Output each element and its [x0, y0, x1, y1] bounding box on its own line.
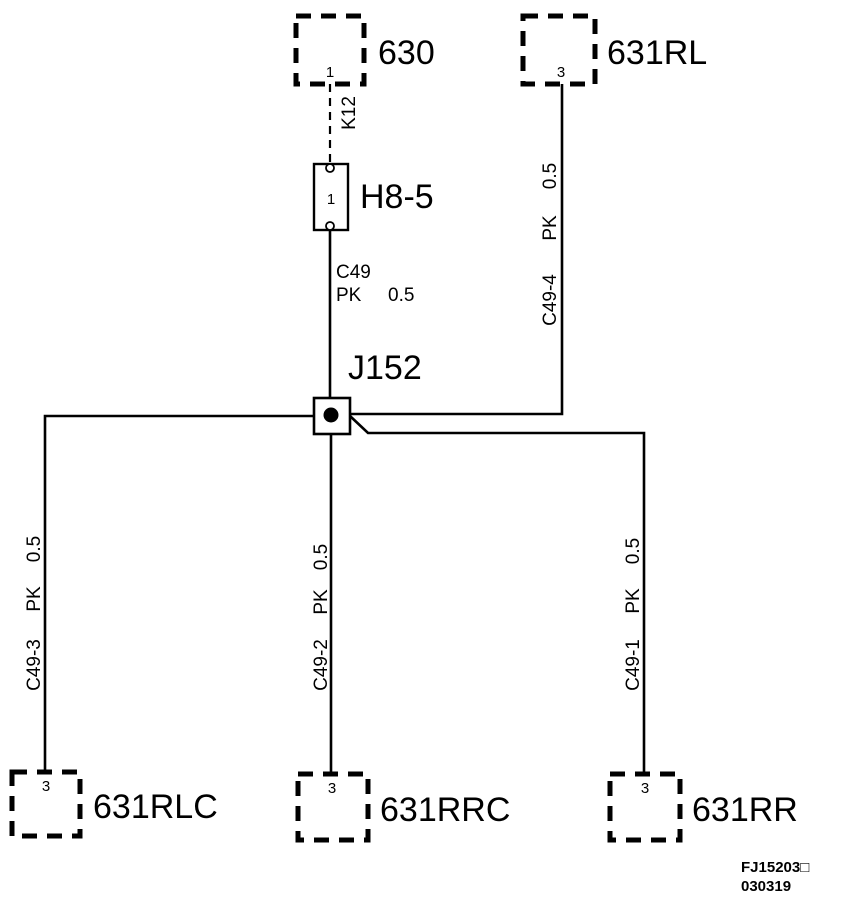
- connector-631rl-pin: 3: [557, 64, 565, 81]
- wire-c49-4-color: PK: [540, 215, 561, 241]
- wire-c49-1-circuit: C49-1: [623, 639, 644, 691]
- drawing-date: 030319: [741, 878, 791, 895]
- connector-630-pin: 1: [326, 64, 334, 81]
- wire-c49-4-size: 0.5: [540, 163, 561, 189]
- fuse-body: [312, 162, 350, 232]
- wire-c49-1-color: PK: [623, 588, 644, 614]
- wire-c49-2-color: PK: [311, 589, 332, 615]
- connector-631rl-box: [520, 13, 598, 87]
- wire-c49-size: 0.5: [388, 285, 414, 306]
- connector-630-label: 630: [378, 34, 435, 72]
- wire-c49-3-size: 0.5: [24, 536, 45, 562]
- connector-631rrc[interactable]: 3 631RRC: [295, 771, 510, 843]
- wire-c49-3: [43, 414, 314, 772]
- connector-631rlc-box: [9, 769, 83, 839]
- wire-c49-2-size: 0.5: [311, 544, 332, 570]
- fuse-label: H8-5: [360, 178, 434, 216]
- splice-label: J152: [348, 349, 422, 387]
- wire-c49-3-color: PK: [24, 586, 45, 612]
- connector-631rlc-pin: 3: [42, 778, 50, 795]
- connector-630[interactable]: 1 630: [293, 13, 435, 87]
- connector-631rr[interactable]: 3 631RR: [607, 771, 798, 843]
- fuse-terminal-bottom: [325, 221, 335, 231]
- wire-c49-color: PK: [336, 285, 362, 306]
- wire-c49-circuit: C49: [336, 262, 371, 283]
- connector-631rlc[interactable]: 3 631RLC: [9, 769, 218, 839]
- connector-630-box: [293, 13, 367, 87]
- fuse-pin: 1: [327, 191, 335, 208]
- connector-631rlc-label: 631RLC: [93, 788, 218, 826]
- connector-631rr-box: [607, 771, 683, 843]
- connector-631rrc-label: 631RRC: [380, 791, 510, 829]
- connector-631rr-pin: 3: [641, 780, 649, 797]
- connector-631rl[interactable]: 3 631RL: [520, 13, 707, 87]
- connector-631rrc-box: [295, 771, 371, 843]
- wire-c49-1-size: 0.5: [623, 538, 644, 564]
- fuse-h8-5[interactable]: 1 H8-5: [312, 162, 434, 232]
- connector-631rr-label: 631RR: [692, 791, 798, 829]
- splice-j152[interactable]: J152: [312, 349, 422, 436]
- drawing-code: FJ15203□: [741, 859, 809, 876]
- connector-631rrc-pin: 3: [328, 780, 336, 797]
- splice-dot: [323, 407, 339, 423]
- wire-k12-label: K12: [339, 96, 360, 130]
- wire-c49-1: [349, 415, 646, 774]
- fuse-terminal-top: [325, 163, 335, 173]
- wire-c49-2-circuit: C49-2: [311, 639, 332, 691]
- connector-631rl-label: 631RL: [607, 34, 707, 72]
- wire-c49-3-circuit: C49-3: [24, 639, 45, 691]
- wire-c49-4: [350, 84, 564, 416]
- wire-c49-4-circuit: C49-4: [540, 274, 561, 326]
